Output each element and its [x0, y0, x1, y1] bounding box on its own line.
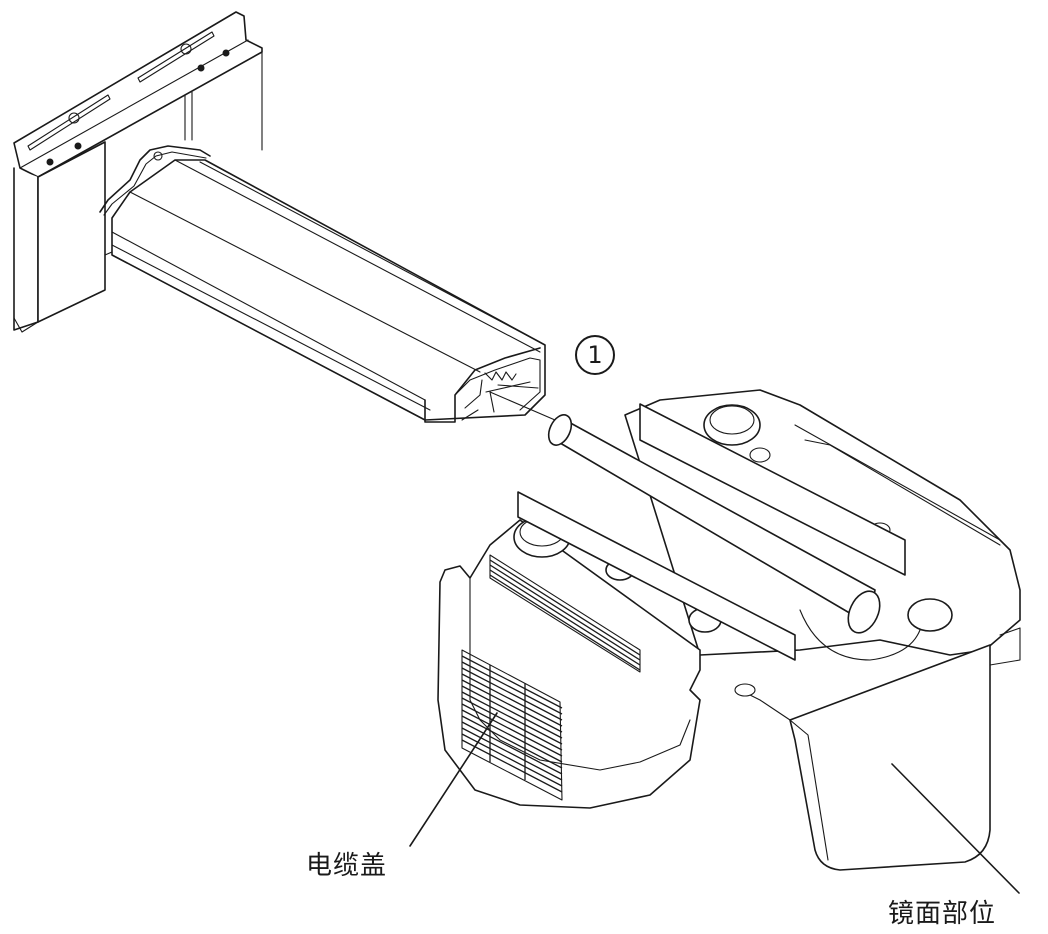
top-vent: [489, 554, 641, 673]
projector: [437, 389, 1021, 871]
step-1-marker: 1: [575, 335, 615, 375]
insert-arrow: [485, 381, 556, 421]
cable-cover-vent: [461, 649, 563, 801]
mount-arm: [99, 145, 546, 423]
mirror-section-leader-line: [891, 763, 1020, 894]
cable-cover-leader-line: [409, 712, 498, 847]
mirror-section: [739, 627, 1021, 871]
mirror-section-label: 镜面部位: [888, 899, 997, 929]
wall-plate: [13, 11, 263, 333]
cable-cover-label: 电缆盖: [306, 851, 388, 881]
